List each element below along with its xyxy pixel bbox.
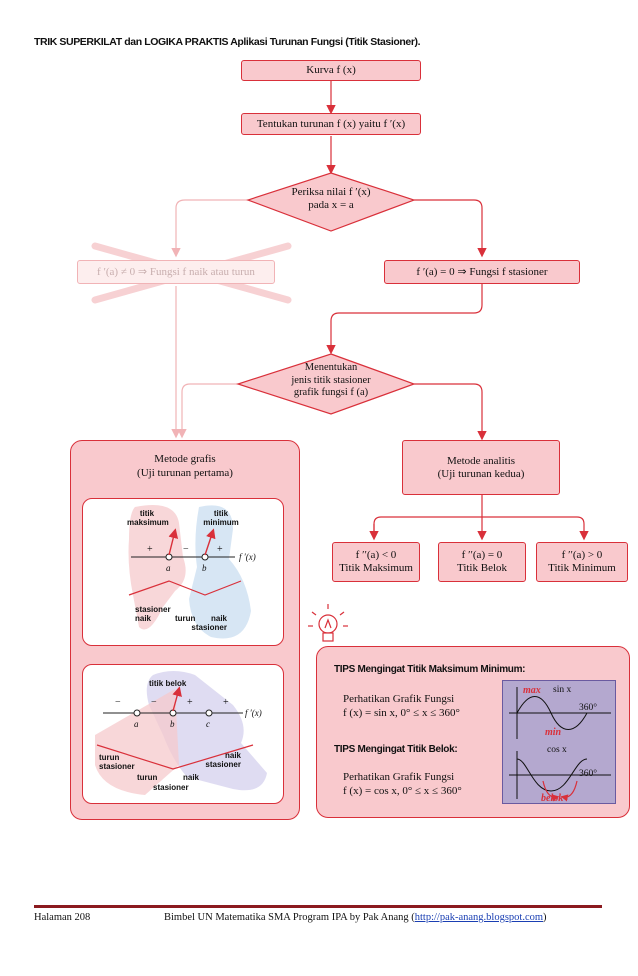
- page-title: TRIK SUPERKILAT dan LOGIKA PRAKTIS Aplik…: [34, 36, 421, 48]
- jenis-line3: grafik fungsi f (a): [293, 387, 369, 398]
- footer-credit-text: Bimbel UN Matematika SMA Program IPA by …: [164, 912, 415, 923]
- periksa-line2: pada x = a: [308, 199, 354, 211]
- turunan-box: Tentukan turunan f (x) yaitu f ′(x): [241, 113, 421, 135]
- trig-graphs: [509, 687, 611, 802]
- uji-turunan-diagram-belok: titik belok − − + + a b c f ′(x) turun s…: [82, 664, 284, 804]
- tips-text1-line1: Perhatikan Grafik Fungsi: [343, 693, 455, 705]
- titik-maksimum-box: f ′′(a) < 0 Titik Maksimum: [332, 542, 420, 582]
- grafis-line1: Metode grafis: [154, 453, 216, 465]
- jenis-line1: Menentukan: [304, 362, 358, 373]
- label-max: max: [523, 685, 541, 696]
- tips-head-max-min: TIPS Mengingat Titik Maksimum Minimum:: [334, 664, 526, 675]
- footer-page: Halaman 208: [34, 912, 91, 923]
- sign-2: −: [183, 544, 189, 555]
- label-cosx: cos x: [547, 745, 567, 755]
- label2-b: b: [170, 719, 175, 729]
- tips-text2-line2: f (x) = cos x, 0° ≤ x ≤ 360°: [343, 785, 462, 797]
- label-min: min: [545, 727, 562, 738]
- diagram2-graphics: [95, 671, 267, 795]
- diagram1-graphics: [128, 505, 251, 639]
- label2-c: c: [206, 719, 210, 729]
- sign2-1: −: [115, 697, 121, 708]
- metode-grafis-title: Metode grafis (Uji turunan pertama): [70, 452, 300, 480]
- kurva-box: Kurva f (x): [241, 60, 421, 81]
- trig-graph-box: max sin x 360° min cos x 360° belok: [502, 680, 616, 804]
- turunan-label: Tentukan turunan f (x) yaitu f ′(x): [256, 117, 406, 130]
- label2-a: a: [134, 719, 139, 729]
- stasioner-label: f ′(a) = 0 ⇒ Fungsi f stasioner: [416, 265, 548, 278]
- label2-naik-stasioner: naik stasioner: [205, 751, 241, 769]
- label-titik-minimum: titik minimum: [203, 509, 239, 527]
- sign2-3: +: [187, 697, 193, 708]
- jenis-text: Menentukan jenis titik stasioner grafik …: [260, 362, 402, 400]
- label-b: b: [202, 563, 207, 573]
- label-360-cos: 360°: [579, 769, 598, 779]
- label-360-sin: 360°: [579, 703, 598, 713]
- belok-line1: f ′′(a) = 0: [461, 549, 503, 561]
- jenis-line2: jenis titik stasioner: [291, 374, 371, 386]
- label2-stasioner: stasioner: [153, 783, 189, 792]
- stasioner-box: f ′(a) = 0 ⇒ Fungsi f stasioner: [384, 260, 580, 284]
- label2-naik: naik: [183, 773, 200, 782]
- footer-credit: Bimbel UN Matematika SMA Program IPA by …: [164, 912, 547, 923]
- maks-line2: Titik Maksimum: [339, 562, 413, 574]
- sign2-4: +: [223, 697, 229, 708]
- label2-fprime: f ′(x): [245, 708, 262, 718]
- maks-line1: f ′′(a) < 0: [355, 549, 397, 561]
- titik-belok-box: f ′′(a) = 0 Titik Belok: [438, 542, 526, 582]
- label-titik-belok: titik belok: [149, 679, 187, 688]
- tips-head-belok: TIPS Mengingat Titik Belok:: [334, 744, 458, 755]
- tidak-stasioner-box: f ′(a) ≠ 0 ⇒ Fungsi f naik atau turun: [77, 260, 275, 284]
- label2-turun: turun: [137, 773, 158, 782]
- uji-turunan-diagram-max-min: titik maksimum titik minimum + − + a b f…: [82, 498, 284, 646]
- belok-line2: Titik Belok: [456, 562, 508, 574]
- label-fprime: f ′(x): [239, 552, 256, 562]
- label-naik-stasioner: naik stasioner: [191, 614, 227, 632]
- footer-link[interactable]: http://pak-anang.blogspot.com: [414, 912, 544, 923]
- analitis-line1: Metode analitis: [446, 454, 516, 467]
- label-a: a: [166, 563, 171, 573]
- grafis-line2: (Uji turunan pertama): [137, 467, 233, 479]
- footer-close: ): [543, 912, 547, 923]
- tips-text2-line1: Perhatikan Grafik Fungsi: [343, 771, 455, 783]
- label2-turun-stasioner: turun stasioner: [99, 753, 135, 771]
- label-belok: belok: [541, 793, 564, 804]
- label-turun: turun: [175, 614, 196, 623]
- min-line1: f ′′(a) > 0: [561, 549, 603, 561]
- tips-text1-line2: f (x) = sin x, 0° ≤ x ≤ 360°: [343, 707, 460, 719]
- tidak-stasioner-label: f ′(a) ≠ 0 ⇒ Fungsi f naik atau turun: [97, 265, 255, 278]
- sign2-2: −: [151, 697, 157, 708]
- sign-1: +: [147, 544, 153, 555]
- metode-analitis-box: Metode analitis (Uji turunan kedua): [402, 440, 560, 495]
- analitis-line2: (Uji turunan kedua): [437, 467, 525, 480]
- label-stasioner-naik: stasioner naik: [135, 605, 171, 623]
- periksa-text: Periksa nilai f ′(x) pada x = a: [260, 186, 402, 212]
- footer-rule: [34, 905, 602, 908]
- periksa-line1: Periksa nilai f ′(x): [291, 186, 371, 198]
- kurva-label: Kurva f (x): [306, 64, 356, 76]
- titik-minimum-box: f ′′(a) > 0 Titik Minimum: [536, 542, 628, 582]
- min-line2: Titik Minimum: [548, 562, 616, 574]
- sign-3: +: [217, 544, 223, 555]
- label-sinx: sin x: [553, 685, 572, 695]
- label-titik-maksimum: titik maksimum: [127, 509, 169, 527]
